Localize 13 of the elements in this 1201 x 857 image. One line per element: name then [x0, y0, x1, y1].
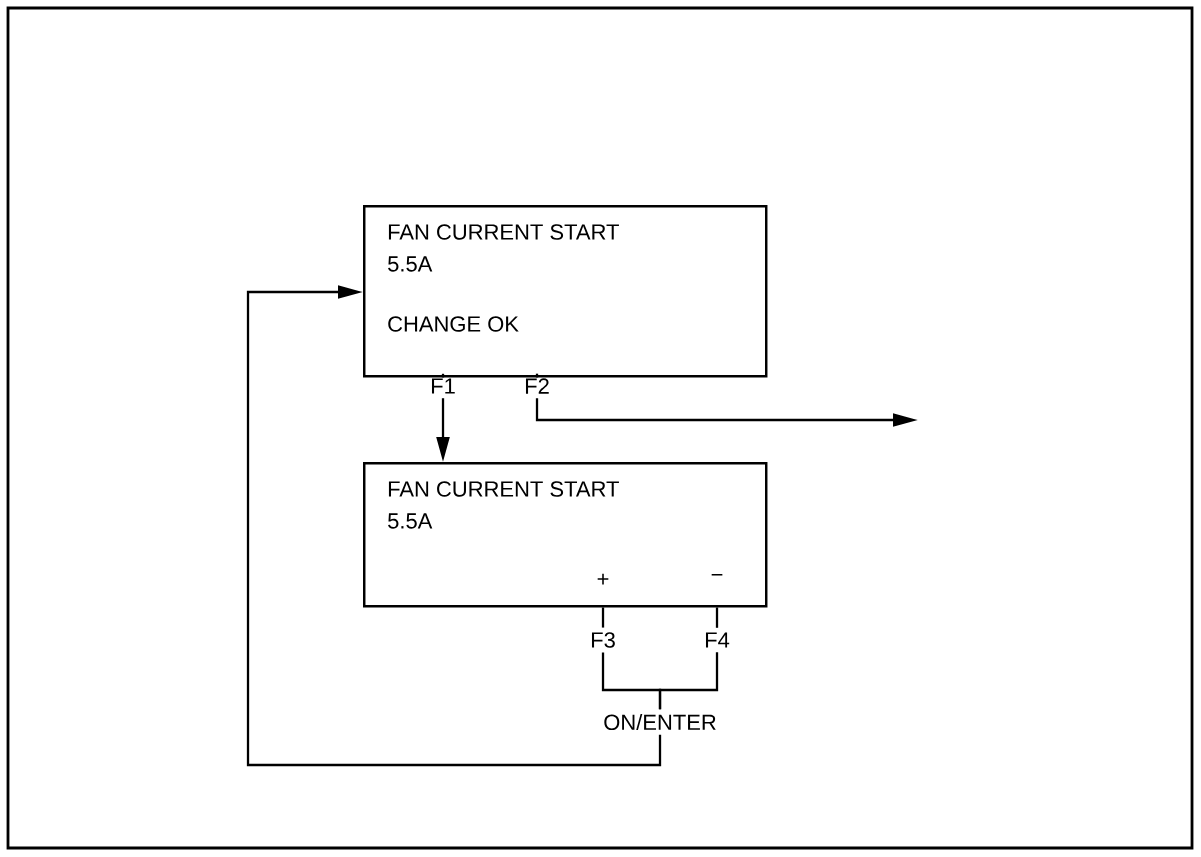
connector-line — [441, 373, 445, 378]
display-box: FAN CURRENT START 5.5A + − — [363, 462, 768, 608]
key-label: F4 — [706, 632, 730, 648]
key-label: ON/ENTER — [604, 713, 716, 731]
connector-line — [601, 607, 605, 628]
key-label: F1 — [432, 378, 455, 394]
connector-line — [658, 652, 719, 710]
key-label: F2 — [526, 378, 549, 394]
display-box: FAN CURRENT START 5.5A CHANGE OK — [363, 205, 768, 378]
key-label: F3 — [592, 632, 615, 648]
connector-line — [715, 607, 719, 628]
connector-line — [535, 373, 539, 378]
arrow — [246, 285, 662, 767]
